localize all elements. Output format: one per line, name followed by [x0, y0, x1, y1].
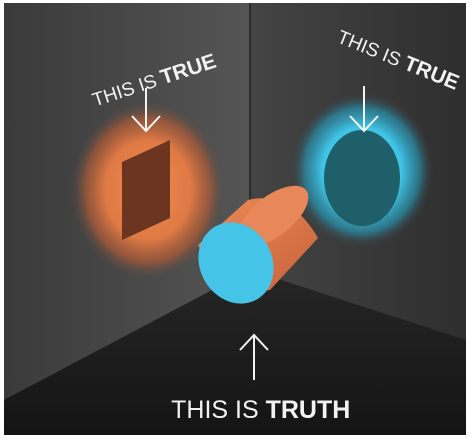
label-bottom-prefix: THIS IS	[171, 396, 265, 424]
label-bottom-emphasis: TRUTH	[266, 396, 351, 424]
circle-shadow	[324, 130, 400, 226]
label-bottom: THIS IS TRUTH	[137, 396, 371, 424]
